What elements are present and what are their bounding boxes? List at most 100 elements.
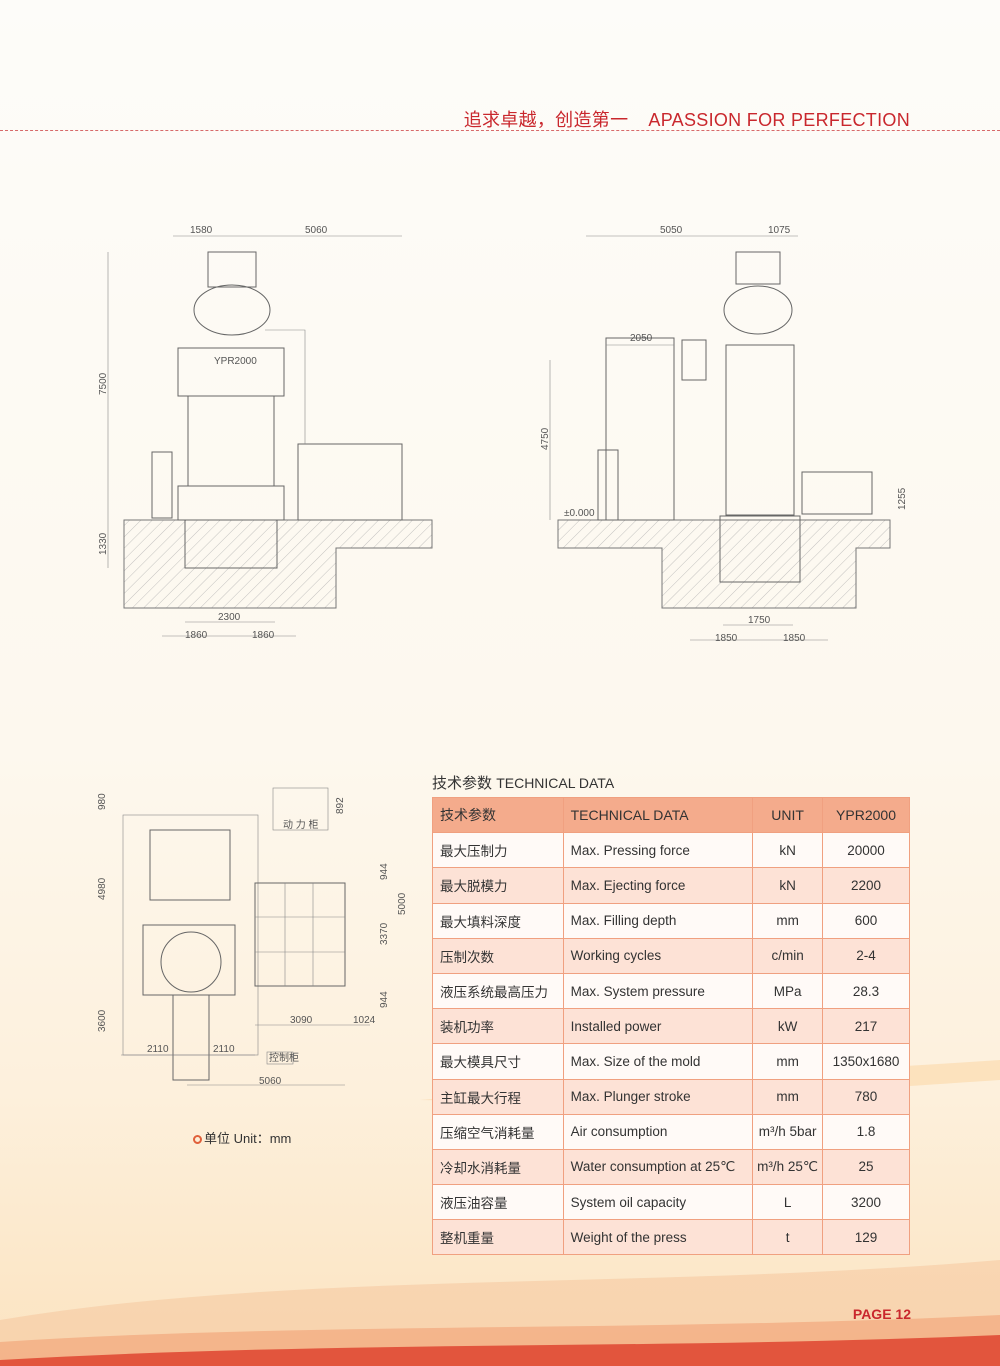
power-cabinet-label: 动 力 柜 — [283, 818, 319, 831]
unit: L — [752, 1184, 824, 1221]
dim: 4980 — [97, 877, 108, 900]
dim: 7500 — [98, 372, 109, 395]
dim: 1075 — [768, 225, 791, 236]
dim: 1860 — [252, 630, 275, 641]
param-en: System oil capacity — [562, 1184, 754, 1221]
value: 129 — [822, 1219, 910, 1256]
dim: 1850 — [783, 633, 806, 644]
cylinder — [160, 931, 222, 993]
param-en: Max. System pressure — [562, 972, 754, 1010]
param-en: Max. Pressing force — [562, 832, 754, 869]
dim: 5060 — [305, 225, 328, 236]
dim: 1860 — [185, 630, 208, 641]
unit: t — [752, 1219, 824, 1256]
param-cn: 主缸最大行程 — [432, 1078, 564, 1115]
dim: 3090 — [290, 1015, 313, 1026]
dim: 1330 — [98, 532, 109, 555]
dim: ±0.000 — [564, 508, 595, 519]
platform — [681, 339, 707, 381]
dim: 5060 — [259, 1076, 282, 1087]
dim: 4750 — [540, 427, 551, 450]
page-number: PAGE 12 — [852, 1306, 911, 1322]
value: 25 — [822, 1148, 910, 1186]
table-title-en: TECHNICAL DATA — [496, 775, 615, 791]
table-title-cn: 技术参数 — [432, 775, 493, 792]
oil-tank — [193, 284, 271, 336]
dim: 5050 — [660, 225, 683, 236]
oil-tank — [723, 285, 793, 335]
dim: 2110 — [213, 1044, 235, 1055]
value: 1350x1680 — [822, 1043, 910, 1080]
param-en: Installed power — [562, 1008, 754, 1045]
dim: 3370 — [379, 922, 390, 945]
param-cn: 最大填料深度 — [432, 902, 564, 939]
unit-note-text: 单位 Unit：mm — [204, 1131, 292, 1146]
dim: 1024 — [353, 1015, 376, 1026]
dim: 3600 — [97, 1009, 108, 1032]
dim: 1255 — [897, 487, 908, 510]
param-en: Max. Plunger stroke — [562, 1078, 754, 1115]
header-cell: YPR2000 — [822, 796, 910, 834]
unit: c/min — [752, 937, 824, 974]
dim: 892 — [335, 797, 346, 814]
side-view-drawing: 5050 1075 2050 4750 ±0.000 1255 1750 185… — [540, 225, 908, 644]
pipe — [265, 329, 306, 444]
dim: 2050 — [630, 333, 653, 344]
press-frame — [725, 344, 795, 516]
dim: 2110 — [147, 1044, 169, 1055]
header-divider — [0, 130, 1000, 131]
value: 217 — [822, 1008, 910, 1045]
value: 780 — [822, 1078, 910, 1115]
param-en: Working cycles — [562, 937, 754, 974]
param-en: Air consumption — [562, 1113, 754, 1150]
param-cn: 最大模具尺寸 — [432, 1043, 564, 1080]
foundation — [557, 519, 891, 609]
param-en: Max. Ejecting force — [562, 867, 754, 904]
header-cell: TECHNICAL DATA — [562, 796, 754, 834]
param-en: Water consumption at 25℃ — [562, 1148, 754, 1186]
value: 2-4 — [822, 937, 910, 974]
unit: mm — [752, 1078, 824, 1115]
value: 1.8 — [822, 1113, 910, 1150]
unit: mm — [752, 902, 824, 939]
foundation — [123, 519, 433, 609]
param-en: Max. Size of the mold — [562, 1043, 754, 1080]
param-en: Max. Filling depth — [562, 902, 754, 939]
feeder — [149, 829, 231, 901]
side-cabinet — [151, 451, 173, 519]
value: 28.3 — [822, 972, 910, 1010]
cabinet-block — [254, 882, 346, 987]
conveyor — [801, 471, 873, 515]
header-cell: 技术参数 — [432, 796, 564, 834]
value: 600 — [822, 902, 910, 939]
table-title: 技术参数 TECHNICAL DATA — [432, 772, 614, 793]
plan-view-drawing: 动 力 柜 控制柜 980 4980 3600 2110 2110 5060 8… — [97, 787, 408, 1087]
unit: m³/h 5bar — [752, 1113, 824, 1150]
slogan-en: APASSION FOR PERFECTION — [648, 110, 910, 130]
param-en: Weight of the press — [562, 1219, 754, 1256]
press-frame — [187, 395, 275, 487]
param-cn: 装机功率 — [432, 1008, 564, 1045]
conveyor — [172, 994, 210, 1081]
dim: 944 — [379, 991, 390, 1008]
feeder — [605, 337, 675, 521]
unit: kN — [752, 832, 824, 869]
side-cabinet — [597, 449, 619, 521]
dim: 1750 — [748, 615, 771, 626]
value: 3200 — [822, 1184, 910, 1221]
param-cn: 压制次数 — [432, 937, 564, 974]
param-cn: 最大脱模力 — [432, 867, 564, 904]
dim: 2300 — [218, 612, 241, 623]
